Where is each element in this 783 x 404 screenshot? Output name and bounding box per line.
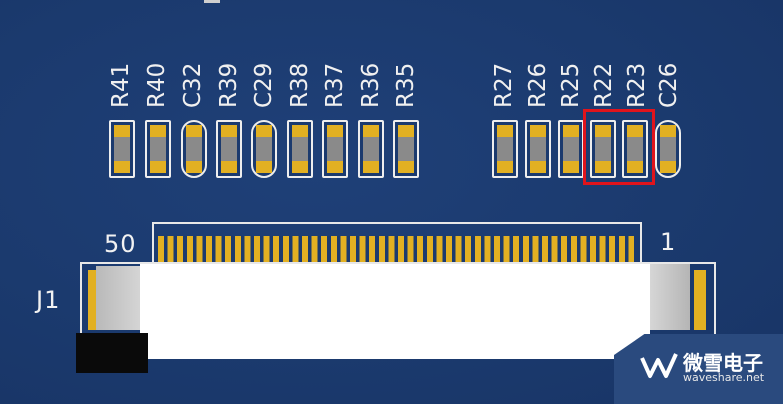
connector-latch-left (96, 266, 142, 330)
component-pad-r25 (558, 120, 584, 178)
designator-j1: J1 (36, 286, 61, 314)
component-pad-r22 (590, 120, 616, 178)
component-pad-r36 (358, 120, 384, 178)
component-pad-r26 (525, 120, 551, 178)
dark-component (76, 333, 148, 373)
component-pad-c29 (251, 120, 277, 178)
waveshare-logo-icon (640, 353, 678, 378)
component-pad-r39 (216, 120, 242, 178)
logo-chinese-text: 微雪电子 (683, 351, 763, 375)
pin-50-label: 50 (104, 230, 137, 258)
component-pad-r37 (322, 120, 348, 178)
component-pad-c26 (655, 120, 681, 178)
component-pad-r23 (622, 120, 648, 178)
connector-tab-right (694, 270, 706, 330)
component-pad-c32 (181, 120, 207, 178)
component-pad-r38 (287, 120, 313, 178)
connector-body (140, 264, 650, 359)
component-pad-r35 (393, 120, 419, 178)
pin-1-label: 1 (660, 228, 677, 256)
connector-pins (158, 236, 634, 266)
component-pad-r41 (109, 120, 135, 178)
ref-label-r35: R35 (393, 62, 419, 108)
highlight-box (583, 109, 655, 185)
ref-label-c26: C26 (656, 62, 682, 108)
watermark-background (614, 334, 783, 404)
component-pad-r40 (145, 120, 171, 178)
silkscreen-mark (204, 0, 220, 3)
logo-english-text: waveshare.net (683, 371, 765, 384)
connector-latch-right (650, 264, 690, 330)
component-pad-r27 (492, 120, 518, 178)
